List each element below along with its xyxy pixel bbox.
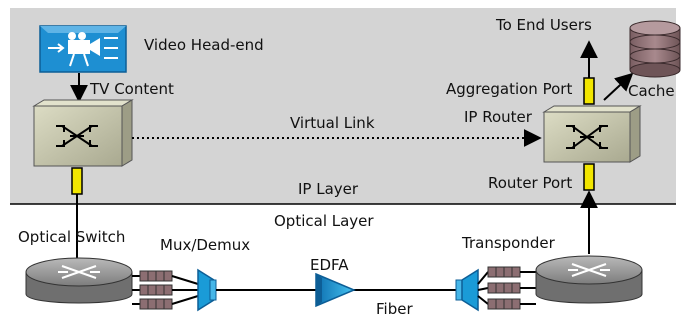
- router-port-label: Router Port: [488, 174, 573, 192]
- router-icon: [542, 105, 642, 163]
- tv-content-label: TV Content: [90, 80, 174, 98]
- mux-demux-label: Mux/Demux: [160, 236, 251, 254]
- ip-layer-label: IP Layer: [298, 180, 359, 198]
- transponder-label: Transponder: [462, 234, 555, 252]
- cache-label: Cache: [628, 82, 675, 100]
- fiber-label: Fiber: [376, 300, 413, 318]
- virtual-link-label: Virtual Link: [290, 114, 375, 132]
- router-port-left: [71, 167, 83, 195]
- aggregation-port-label: Aggregation Port: [446, 80, 573, 98]
- to-end-users-label: To End Users: [496, 16, 592, 34]
- mux-demux-icon: [197, 268, 217, 312]
- optical-switch-icon: [25, 257, 133, 304]
- mux-demux-icon: [455, 268, 479, 312]
- edfa-amplifier-icon: [315, 272, 356, 308]
- mux-demux-ports-right: [477, 266, 536, 310]
- cache-arrow: [603, 72, 634, 101]
- router-port-right: [583, 163, 595, 191]
- edfa-label: EDFA: [310, 256, 349, 274]
- video-camera-icon: [39, 25, 127, 73]
- mux-demux-ports-left: [132, 270, 199, 310]
- router-icon: [32, 99, 134, 167]
- optical-switch-icon: [535, 255, 643, 304]
- aggregation-port: [583, 77, 595, 105]
- ip-router-label: IP Router: [464, 108, 532, 126]
- optical-layer-label: Optical Layer: [274, 212, 374, 230]
- optical-switch-label: Optical Switch: [18, 228, 126, 246]
- cache-database-icon: [629, 20, 681, 78]
- video-headend-label: Video Head-end: [144, 36, 264, 54]
